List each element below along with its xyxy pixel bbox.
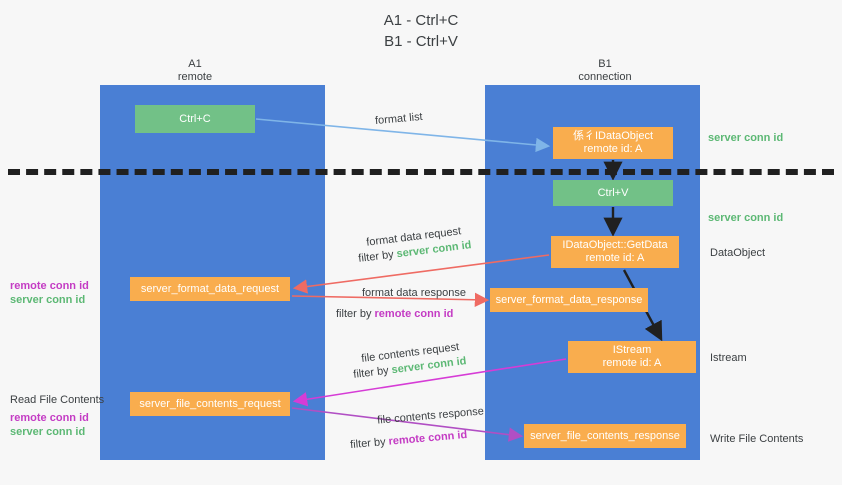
label-server-conn-id-top: server conn id <box>708 132 784 144</box>
filter-value-remote-conn-id: remote conn id <box>388 428 468 448</box>
box-ctrl-c[interactable]: Ctrl+C <box>135 105 255 133</box>
label-conn-ids-lower: remote conn id server conn id <box>10 411 89 439</box>
label-dataobject: DataObject <box>710 247 766 259</box>
separator-dashed-line <box>8 169 834 175</box>
filter-prefix: filter by <box>357 248 398 265</box>
filter-value-remote-conn-id: remote conn id <box>374 308 454 320</box>
box-server-format-data-response[interactable]: server_format_data_response <box>490 288 648 312</box>
label-write-file-contents: Write File Contents <box>710 433 804 445</box>
box-server-file-contents-request[interactable]: server_file_contents_request <box>130 392 290 416</box>
box-istream[interactable]: IStream remote id: A <box>568 341 696 373</box>
caption-format-data-response-filter: filter by remote conn id <box>336 307 453 321</box>
box-server-file-contents-response[interactable]: server_file_contents_response <box>524 424 686 448</box>
label-read-file-contents: Read File Contents <box>10 394 105 406</box>
box-ctrl-v[interactable]: Ctrl+V <box>553 180 673 206</box>
label-server-conn-id-upper: server conn id <box>10 294 86 306</box>
caption-file-contents-response: file contents response <box>376 405 485 427</box>
caption-format-data-response: format data response <box>362 287 466 299</box>
caption-file-contents-response-filter: filter by remote conn id <box>350 428 468 452</box>
box-server-format-data-request[interactable]: server_format_data_request <box>130 277 290 301</box>
box-idataobject-getdata[interactable]: IDataObject::GetData remote id: A <box>551 236 679 268</box>
label-istream: Istream <box>710 352 747 364</box>
box-idataobject[interactable]: 係彳IDataObject remote id: A <box>553 127 673 159</box>
label-remote-conn-id-upper: remote conn id <box>10 280 89 292</box>
lane-header-a1: A1 remote <box>177 58 213 83</box>
filter-prefix: filter by <box>349 435 390 452</box>
filter-prefix: filter by <box>336 308 375 320</box>
lane-header-b1: B1 connection <box>578 58 632 83</box>
label-remote-conn-id-lower: remote conn id <box>10 412 89 424</box>
filter-prefix: filter by <box>352 364 393 381</box>
caption-format-list: format list <box>374 110 424 128</box>
label-server-conn-id-mid: server conn id <box>708 212 784 224</box>
label-conn-ids-upper: remote conn id server conn id <box>10 279 89 307</box>
diagram-title: A1 - Ctrl+C B1 - Ctrl+V <box>383 12 459 50</box>
label-server-conn-id-lower: server conn id <box>10 426 86 438</box>
